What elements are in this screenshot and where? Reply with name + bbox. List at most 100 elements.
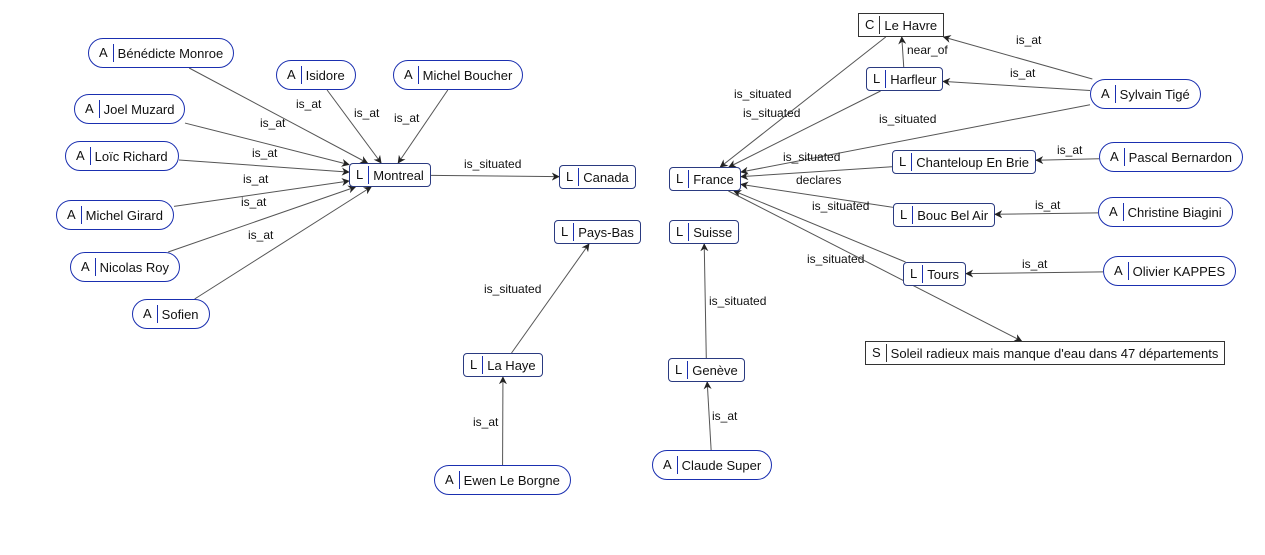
- edge-sylvain-harfleur: [942, 77, 1091, 92]
- edge-sofien-montreal: [194, 186, 372, 300]
- edge-tours-france: [733, 190, 906, 263]
- edge-label: is_at: [252, 146, 278, 160]
- node-type-badge: L: [873, 70, 887, 88]
- edge-label: is_at: [243, 172, 269, 186]
- edge-label: is_at: [241, 195, 267, 209]
- edge-label: is_situated: [812, 199, 869, 213]
- edge-nicolas-montreal: [168, 185, 357, 253]
- edge-label: is_situated: [783, 150, 840, 164]
- node-type-badge: A: [287, 66, 302, 84]
- edge-label: is_situated: [484, 282, 541, 296]
- node-label: Le Havre: [884, 17, 938, 33]
- node-type-badge: L: [900, 206, 914, 224]
- edge-label: is_at: [1010, 66, 1036, 80]
- node-type-badge: L: [675, 361, 689, 379]
- node-label: Chanteloup En Brie: [916, 154, 1029, 170]
- node-label: Genève: [692, 362, 738, 378]
- edge-claude-geneve: [703, 381, 712, 451]
- edge-pascal-chanteloup: [1035, 156, 1100, 165]
- edge-label: is_at: [1057, 143, 1083, 157]
- node-label: Christine Biagini: [1127, 204, 1222, 220]
- edge-christine-boucbelair: [994, 210, 1099, 219]
- edge-michel_g-montreal: [173, 178, 350, 207]
- edge-michel_b-montreal: [397, 89, 449, 164]
- node-type-badge: L: [470, 356, 484, 374]
- edge-label: is_at: [1035, 198, 1061, 212]
- node-type-badge: A: [1110, 148, 1125, 166]
- node-type-badge: L: [561, 223, 575, 241]
- node-label: Harfleur: [890, 71, 937, 87]
- node-type-badge: L: [356, 166, 370, 184]
- edge-benedicte-montreal: [188, 67, 369, 164]
- edge-label: is_situated: [709, 294, 766, 308]
- edge-label: is_situated: [807, 252, 864, 266]
- node-type-badge: A: [1109, 203, 1124, 221]
- node-type-badge: A: [1101, 85, 1116, 103]
- node-label: Bouc Bel Air: [917, 207, 989, 223]
- node-label: Michel Boucher: [422, 67, 513, 83]
- edge-loic-montreal: [178, 159, 350, 176]
- edge-label: is_situated: [464, 157, 521, 171]
- edge-sylvain-lehavre: [942, 35, 1093, 80]
- node-label: Pascal Bernardon: [1128, 149, 1233, 165]
- edge-lehavre-france: [719, 36, 887, 168]
- edge-montreal-canada: [430, 172, 560, 181]
- node-label: Joel Muzard: [103, 101, 175, 117]
- node-label: Bénédicte Monroe: [117, 45, 224, 61]
- node-label: France: [693, 171, 734, 187]
- node-label: Claude Super: [681, 457, 762, 473]
- node-label: Sylvain Tigé: [1119, 86, 1190, 102]
- edge-sylvain-france: [740, 104, 1091, 175]
- node-label: Suisse: [693, 224, 733, 240]
- node-type-badge: A: [99, 44, 114, 62]
- edge-geneve-suisse: [700, 243, 709, 359]
- edge-label: is_at: [296, 97, 322, 111]
- edge-label: is_at: [712, 409, 738, 423]
- node-label: Soleil radieux mais manque d'eau dans 47…: [890, 345, 1219, 361]
- edge-label: near_of: [907, 43, 948, 57]
- node-type-badge: A: [445, 471, 460, 489]
- edge-label: is_at: [260, 116, 286, 130]
- edge-olivier-tours: [965, 269, 1104, 278]
- edge-joel-montreal: [184, 122, 350, 167]
- node-type-badge: C: [865, 16, 881, 34]
- edge-label: is_at: [394, 111, 420, 125]
- edge-lahaye-paysbas: [511, 243, 590, 354]
- node-label: Tours: [927, 266, 960, 282]
- edge-label: is_at: [473, 415, 499, 429]
- node-label: La Haye: [487, 357, 536, 373]
- node-label: Nicolas Roy: [99, 259, 170, 275]
- edge-harfleur-lehavre: [898, 36, 907, 68]
- node-type-badge: L: [899, 153, 913, 171]
- node-type-badge: L: [910, 265, 924, 283]
